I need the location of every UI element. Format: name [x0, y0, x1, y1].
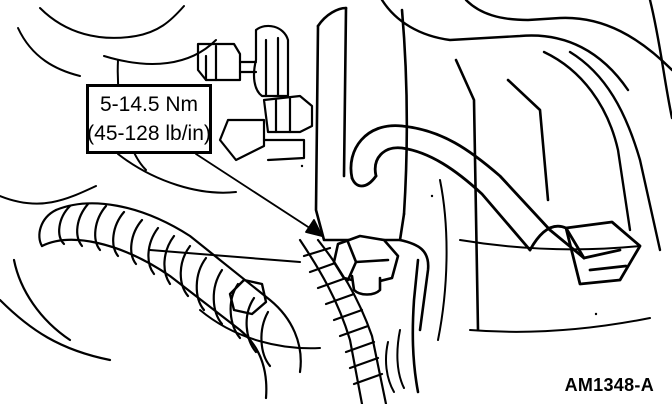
upper-right-tubing — [382, 0, 672, 250]
fitting-cluster — [198, 26, 312, 160]
corrugated-hose — [0, 203, 301, 398]
figure-id-label: AM1348-A — [564, 375, 654, 395]
center-bracket — [316, 8, 548, 392]
sensor-hose — [300, 240, 386, 404]
mounting-plate — [150, 250, 404, 392]
lower-right-housing — [438, 180, 650, 340]
callout-leader — [196, 154, 322, 236]
torque-spec-callout: 5-14.5 Nm (45-128 lb/in) — [86, 84, 212, 154]
curved-hose — [351, 126, 640, 284]
background-casting-lines — [0, 6, 236, 204]
torque-fitting — [334, 236, 398, 295]
torque-lbin-label: (45-128 lb/in) — [87, 122, 211, 145]
torque-nm-label: 5-14.5 Nm — [99, 93, 199, 116]
hex-bolt — [230, 280, 266, 314]
